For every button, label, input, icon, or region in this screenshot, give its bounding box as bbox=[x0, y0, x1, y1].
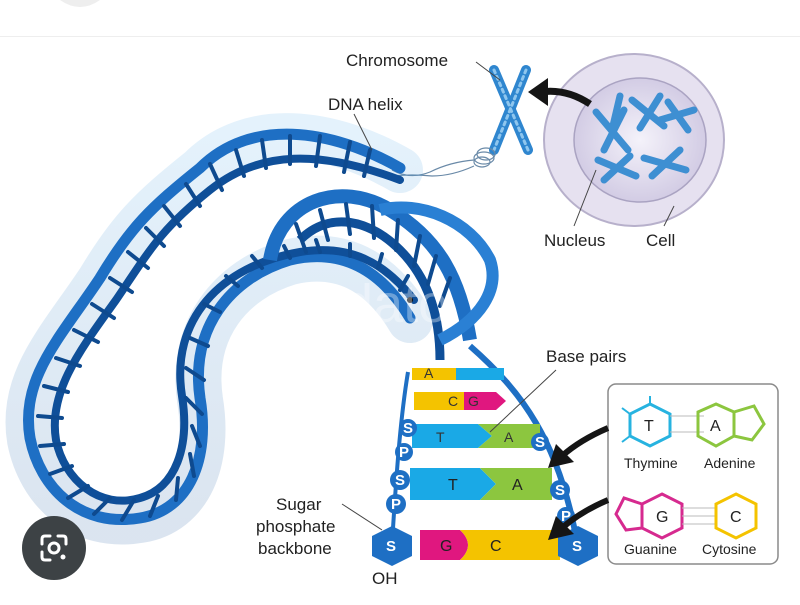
chromosome-leader-line bbox=[475, 61, 501, 81]
rung-right-base: A bbox=[504, 429, 514, 445]
adenine-label: Adenine bbox=[704, 455, 756, 471]
chromosome bbox=[489, 65, 533, 155]
nucleus bbox=[573, 77, 707, 203]
sugar-node: S bbox=[372, 526, 412, 566]
rung-left-base: C bbox=[448, 393, 458, 409]
phosphate-node: P bbox=[386, 494, 406, 514]
base-pairs-label: Base pairs bbox=[546, 347, 626, 366]
watermark: dkdato bbox=[286, 274, 448, 334]
backbone-label-line1: Sugar bbox=[276, 495, 322, 514]
svg-text:S: S bbox=[403, 420, 413, 437]
svg-text:P: P bbox=[561, 508, 571, 525]
base-pair-ladder: A C G T A T A G C bbox=[372, 343, 598, 566]
phosphate-node: P bbox=[395, 443, 413, 461]
rung-left-base: A bbox=[424, 365, 434, 381]
sugar-node: S bbox=[558, 526, 598, 566]
oh-label: OH bbox=[372, 569, 398, 588]
sugar-node: S bbox=[531, 433, 549, 451]
svg-text:S: S bbox=[386, 538, 396, 555]
sugar-node: S bbox=[399, 419, 417, 437]
base-pair-rung: T A bbox=[412, 424, 540, 448]
svg-text:P: P bbox=[399, 444, 409, 461]
svg-text:S: S bbox=[572, 538, 582, 555]
cell-label: Cell bbox=[646, 231, 675, 250]
rung-right-base: A bbox=[512, 477, 523, 494]
helix-rungs bbox=[36, 134, 410, 522]
base-pair-rung: T A bbox=[410, 468, 552, 500]
nucleus-label: Nucleus bbox=[544, 231, 605, 250]
nucleus-leader-line bbox=[573, 169, 597, 227]
backbone-label-line3: backbone bbox=[258, 539, 332, 558]
rung-left-base: T bbox=[436, 429, 445, 445]
svg-text:S: S bbox=[555, 482, 565, 499]
arrowhead bbox=[548, 444, 574, 468]
nucleus-chromosomes bbox=[592, 92, 698, 184]
backbone-leader-line bbox=[341, 503, 383, 531]
dna-helix-leader-line bbox=[353, 113, 373, 151]
backbone-label-line2: phosphate bbox=[256, 517, 335, 536]
chromosome-label: Chromosome bbox=[346, 51, 448, 70]
rung-right-base: G bbox=[468, 393, 479, 409]
svg-text:T: T bbox=[644, 418, 654, 435]
base-pair-rung: C G bbox=[414, 392, 506, 410]
sugar-node: S bbox=[390, 470, 410, 490]
cytosine-label: Cytosine bbox=[702, 541, 757, 557]
thymine-symbol: T bbox=[621, 396, 672, 448]
rung-left-base: G bbox=[440, 538, 452, 555]
legend-arrow bbox=[560, 425, 610, 459]
base-pair-rung: G C bbox=[420, 530, 560, 560]
svg-text:S: S bbox=[395, 472, 405, 489]
cell-leader-line bbox=[663, 205, 675, 227]
cell bbox=[543, 53, 725, 227]
thymine-label: Thymine bbox=[624, 455, 678, 471]
dna-helix-front-loop bbox=[263, 189, 499, 361]
rung-right-base: C bbox=[490, 538, 502, 555]
base-pair-rung: A bbox=[412, 365, 504, 381]
google-lens-button[interactable] bbox=[22, 516, 86, 580]
google-lens-icon bbox=[40, 534, 68, 562]
dna-helix-label: DNA helix bbox=[328, 95, 403, 114]
arrowhead bbox=[528, 78, 548, 106]
svg-text:P: P bbox=[391, 496, 401, 513]
arrowhead bbox=[548, 516, 574, 540]
top-divider bbox=[0, 36, 800, 37]
dna-helix bbox=[5, 113, 433, 545]
sugar-node: S bbox=[550, 480, 570, 500]
cytosine-symbol: C bbox=[714, 492, 758, 540]
top-ghost-shape bbox=[60, 0, 100, 7]
rung-left-base: T bbox=[448, 477, 458, 494]
svg-text:S: S bbox=[535, 434, 545, 451]
adenine-symbol: A bbox=[696, 402, 766, 448]
legend-box: T A Thymine Adenine G C Guanine Cytosine bbox=[607, 383, 779, 565]
guanine-symbol: G bbox=[614, 492, 684, 540]
svg-text:G: G bbox=[656, 509, 668, 526]
svg-text:C: C bbox=[730, 509, 742, 526]
base-pairs-leader-line bbox=[489, 369, 557, 433]
svg-text:A: A bbox=[710, 418, 721, 435]
guanine-label: Guanine bbox=[624, 541, 677, 557]
